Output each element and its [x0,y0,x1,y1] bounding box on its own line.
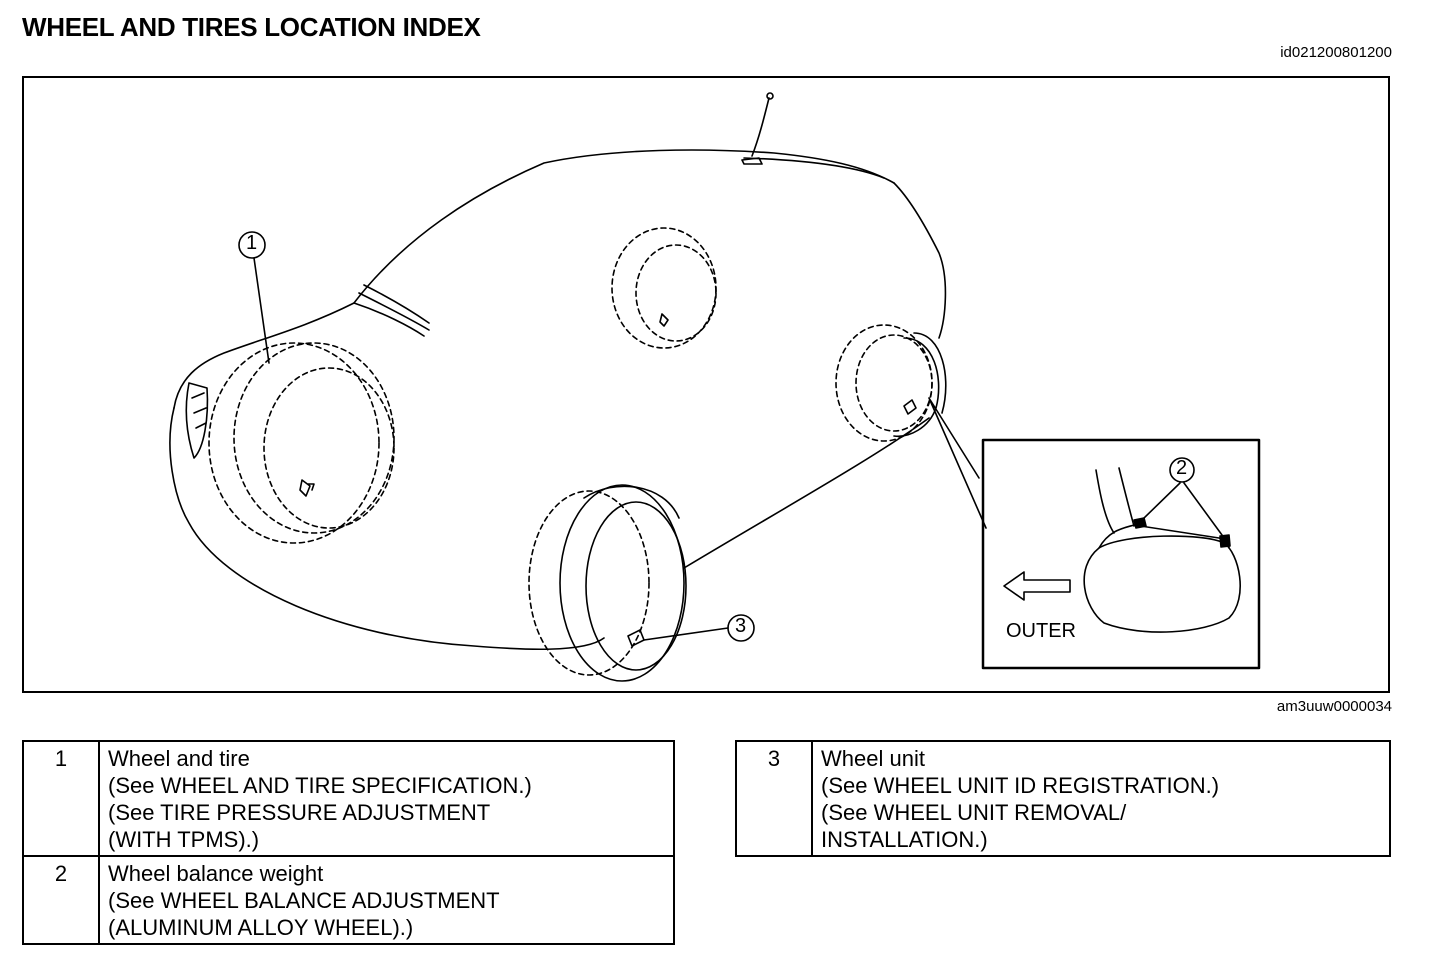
inset-box [981,438,1261,670]
item-name: Wheel unit [821,746,925,771]
table-row: 3 Wheel unit (See WHEEL UNIT ID REGISTRA… [735,740,1391,857]
reference-text: (See WHEEL BALANCE ADJUSTMENT [108,888,500,913]
item-description: Wheel and tire (See WHEEL AND TIRE SPECI… [98,740,675,857]
callout-3-group [727,614,755,642]
antenna [751,97,770,157]
balance-weight-outer [1219,534,1231,548]
reference-text: (ALUMINUM ALLOY WHEEL).) [108,915,414,940]
tpms-sensor-rear-left [659,313,669,327]
table-row: 2 Wheel balance weight (See WHEEL BALANC… [22,855,675,945]
rear-left-wheel [611,227,717,349]
item-name: Wheel balance weight [108,861,324,886]
item-number: 2 [22,855,100,945]
reference-text: INSTALLATION.) [821,827,988,852]
car-windshield-2 [358,292,430,331]
item-description: Wheel unit (See WHEEL UNIT ID REGISTRATI… [811,740,1391,857]
callout-1-circle [238,231,266,259]
car-windshield [353,302,425,337]
wheel-location-figure: 1 2 3 OUTER [22,76,1390,693]
inset-rim [1083,535,1241,633]
reference-text: (See WHEEL UNIT REMOVAL/ [821,800,1127,825]
car-hood-line [353,149,895,304]
item-number: 3 [735,740,813,857]
rear-right-wheel [893,332,947,437]
front-left-wheel [208,342,395,544]
reference-text: (See TIRE PRESSURE ADJUSTMENT [108,800,491,825]
front-right-wheel [559,484,687,682]
arrow-left-icon [1003,571,1071,601]
callout-3-label: 3 [735,615,747,637]
leader-line-3 [643,627,729,641]
car-roof-right [893,182,947,339]
item-name: Wheel and tire [108,746,250,771]
table-row: 1 Wheel and tire (See WHEEL AND TIRE SPE… [22,740,675,857]
car-front [173,302,355,409]
callout-1-group [238,231,266,259]
reference-text: (WITH TPMS).) [108,827,260,852]
index-table-right: 3 Wheel unit (See WHEEL UNIT ID REGISTRA… [735,740,1391,857]
balance-weight-inner [1133,517,1147,529]
figure-id: am3uuw0000034 [1276,698,1392,715]
car-illustration [169,92,1261,682]
leader-line-inset [928,397,987,529]
index-table-left: 1 Wheel and tire (See WHEEL AND TIRE SPE… [22,740,675,945]
item-description: Wheel balance weight (See WHEEL BALANCE … [98,855,675,945]
headlight [185,382,209,459]
callout-1-label: 1 [246,232,258,254]
outer-direction-label: OUTER [1006,620,1076,642]
page-title: WHEEL AND TIRES LOCATION INDEX [22,12,481,42]
leader-line-1 [253,257,270,364]
car-body-outline [169,407,605,651]
roof-rail [743,157,885,179]
callout-2-label: 2 [1176,457,1188,479]
document-id: id021200801200 [1280,44,1392,61]
reference-text: (See WHEEL UNIT ID REGISTRATION.) [821,773,1220,798]
item-number: 1 [22,740,100,857]
callout-2-circle [1169,457,1195,483]
callout-3-circle [727,614,755,642]
tpms-sensor-rear-right [903,399,917,415]
reference-text: (See WHEEL AND TIRE SPECIFICATION.) [108,773,532,798]
tpms-sensor-front-right [627,629,645,647]
car-windshield-3 [363,284,430,324]
tpms-sensor-front-left [299,479,315,497]
